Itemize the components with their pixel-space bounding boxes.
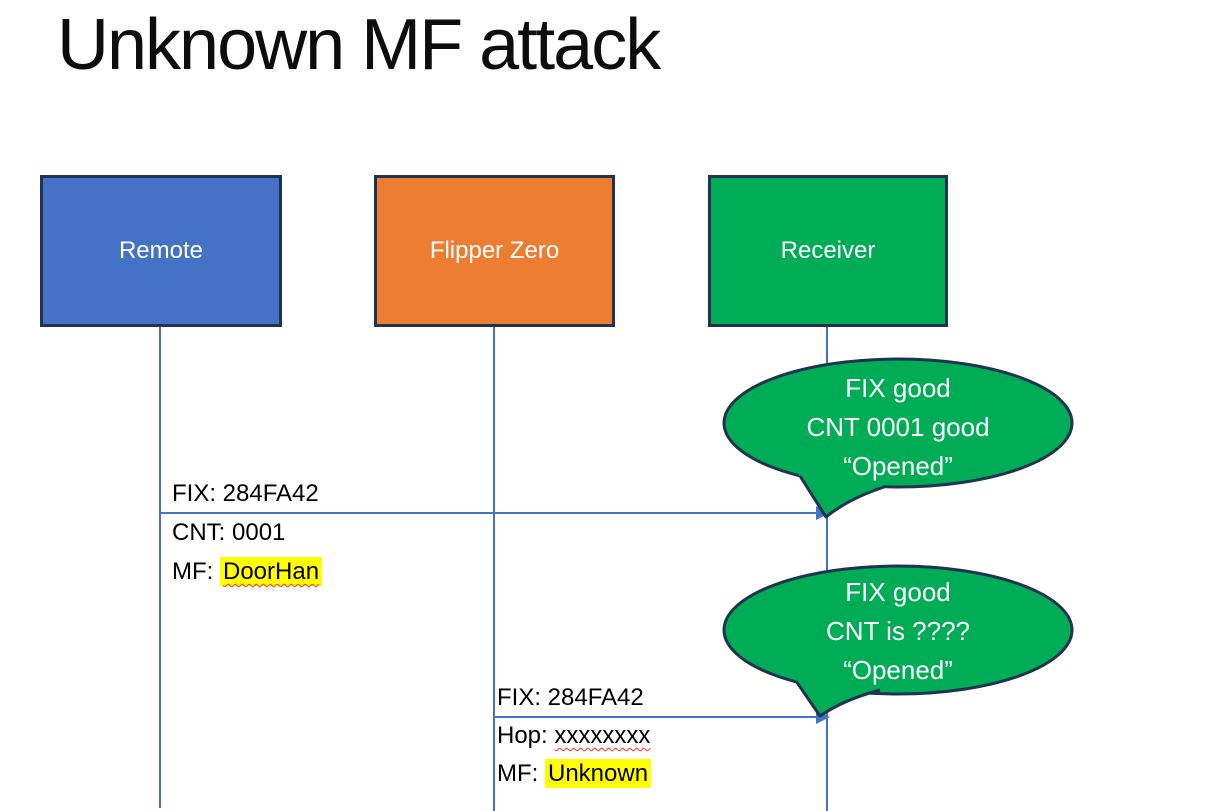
message-2-mf-prefix: MF:	[497, 760, 545, 787]
actor-box-receiver: Receiver	[708, 175, 948, 327]
message-2-label: FIX: 284FA42 Hop: xxxxxxxx MF: Unknown	[497, 679, 652, 793]
actor-box-remote: Remote	[40, 175, 282, 327]
arrowhead-icon	[816, 710, 830, 724]
slide-title: Unknown MF attack	[57, 5, 661, 85]
callout-2-text: FIX good CNT is ???? “Opened”	[723, 573, 1073, 690]
callout-2-line-3: “Opened”	[843, 655, 953, 685]
message-arrow-remote-to-receiver	[160, 512, 816, 514]
message-1-mf-line: MF: DoorHan	[172, 552, 323, 591]
message-2-mf-value-highlighted: Unknown	[545, 759, 652, 788]
message-2-hop-prefix: Hop:	[497, 722, 555, 749]
actor-label-remote: Remote	[118, 237, 204, 264]
message-2-fix-line: FIX: 284FA42	[497, 684, 644, 711]
lifeline-flipper-zero	[493, 327, 495, 811]
arrowhead-icon	[816, 506, 830, 520]
callout-1-line-1: FIX good	[845, 373, 951, 403]
actor-box-flipper-zero: Flipper Zero	[374, 175, 615, 327]
message-2-hop-line: Hop: xxxxxxxx	[497, 717, 651, 755]
actor-label-flipper-zero: Flipper Zero	[429, 237, 560, 264]
message-2-hop-value: xxxxxxxx	[554, 722, 651, 749]
message-1-label: FIX: 284FA42 CNT: 0001 MF: DoorHan	[172, 474, 323, 591]
callout-2-line-2: CNT is ????	[825, 616, 971, 646]
callout-1-line-3: “Opened”	[843, 451, 953, 481]
message-1-fix-line: FIX: 284FA42	[172, 480, 319, 507]
message-arrow-flipper-to-receiver	[494, 716, 816, 718]
lifeline-remote	[159, 327, 161, 808]
actor-label-receiver: Receiver	[780, 237, 876, 264]
callout-2-line-1: FIX good	[845, 577, 951, 607]
callout-1-line-2: CNT 0001 good	[806, 412, 990, 442]
message-1-cnt-line: CNT: 0001	[172, 519, 286, 546]
callout-1-text: FIX good CNT 0001 good “Opened”	[723, 369, 1073, 486]
message-1-mf-prefix: MF:	[172, 558, 220, 585]
message-1-mf-value-highlighted: DoorHan	[220, 557, 323, 586]
message-2-mf-line: MF: Unknown	[497, 755, 652, 793]
